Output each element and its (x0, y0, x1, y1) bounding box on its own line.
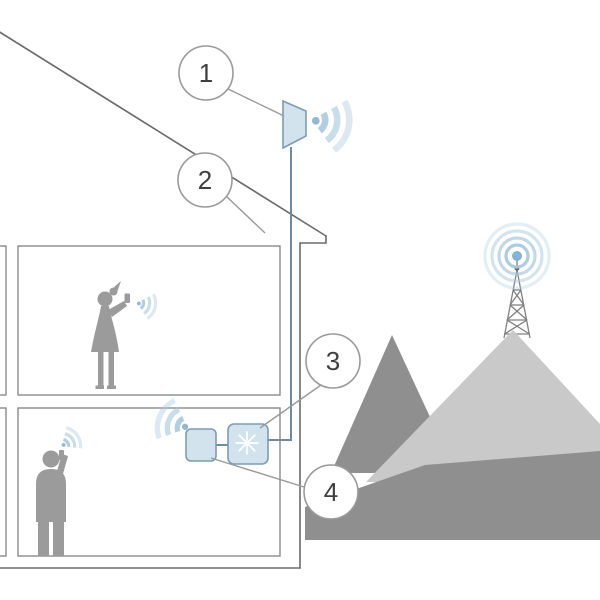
callout-3-circle (305, 333, 361, 389)
outdoor-antenna (282, 99, 307, 150)
roof-line (0, 31, 327, 237)
person-with-phone-icon (91, 281, 130, 389)
mountain-base (305, 451, 600, 540)
callout-2-label: 2 (198, 165, 212, 195)
room-sliver-upper (0, 245, 7, 396)
callout-4: 4 (210, 457, 359, 520)
eave-line (299, 235, 327, 244)
callout-4-circle (303, 464, 359, 520)
callout-2-circle (177, 152, 233, 208)
callout-2: 2 (177, 152, 266, 234)
callout-4-label: 4 (324, 477, 338, 507)
person-with-phone-icon (36, 450, 68, 556)
mountain-light (366, 330, 600, 482)
callout-3-label: 3 (326, 346, 340, 376)
callout-1: 1 (178, 45, 285, 117)
callout-1-circle (178, 45, 234, 101)
wifi-wave-icon (306, 93, 358, 156)
signal-rings-icon (483, 222, 551, 290)
starburst-icon (235, 431, 259, 455)
callout-3: 3 (259, 333, 361, 429)
indoor-antenna (185, 428, 217, 462)
room-sliver-lower (0, 407, 7, 557)
callout-1-label: 1 (199, 58, 213, 88)
coax-cable (268, 147, 292, 441)
room-upper (17, 245, 281, 396)
